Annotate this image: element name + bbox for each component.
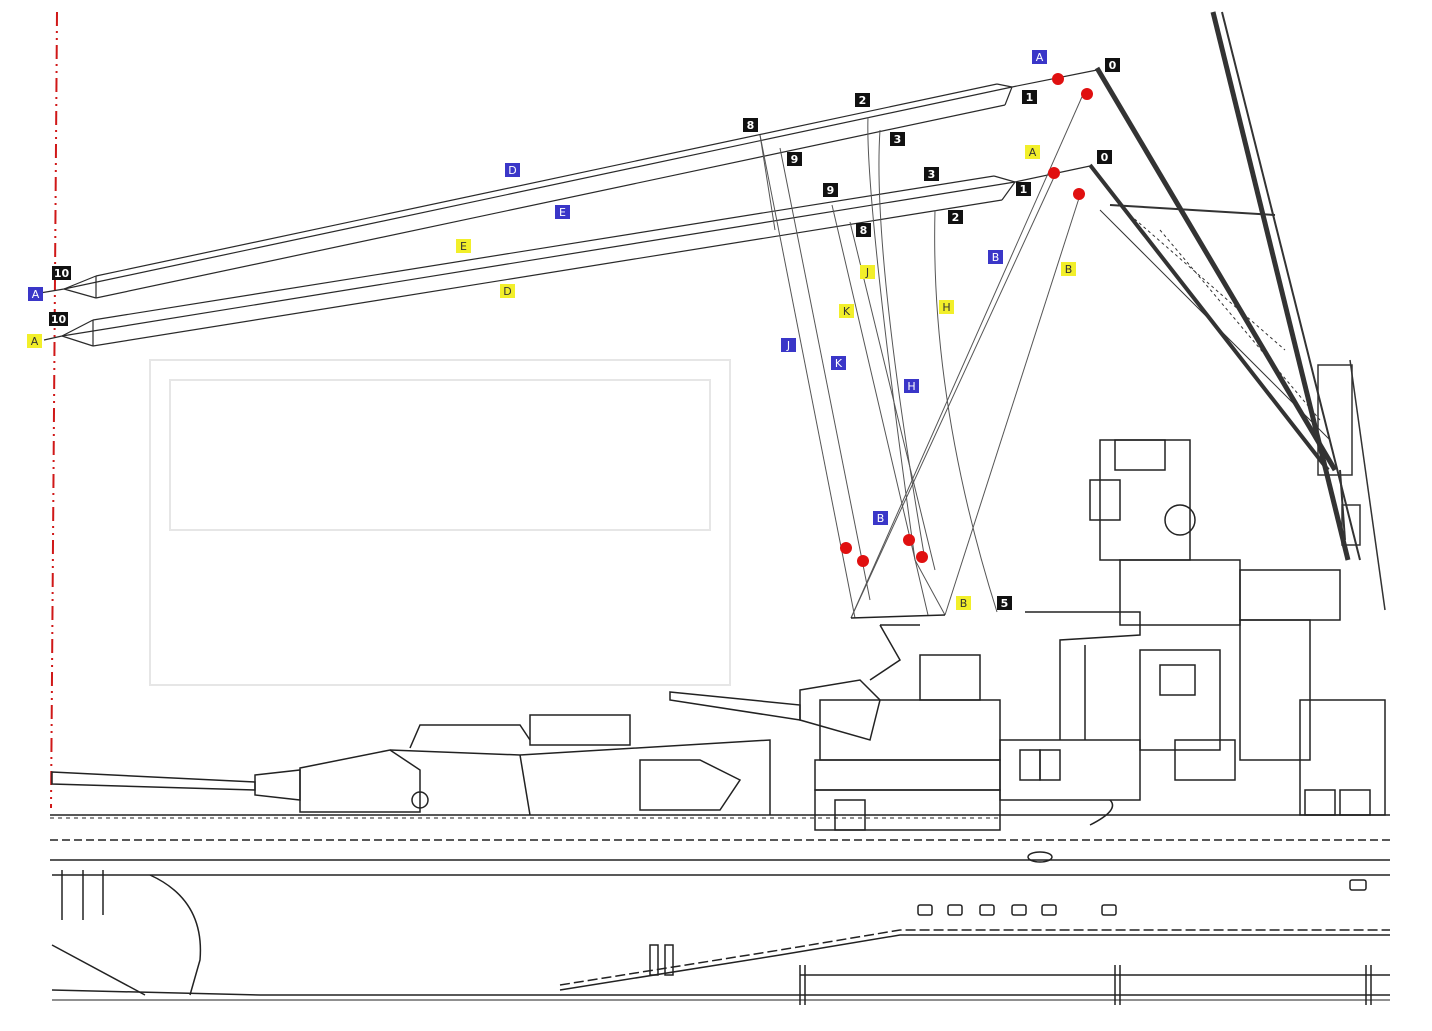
yellow-label-e: E (456, 239, 471, 253)
svg-text:2: 2 (859, 94, 867, 107)
yellow-label-b: B (956, 596, 971, 610)
svg-text:10: 10 (51, 313, 67, 326)
number-label-10: 10 (52, 266, 71, 280)
blue-label-b: B (988, 250, 1003, 264)
svg-text:5: 5 (1001, 597, 1009, 610)
number-label-9: 9 (823, 183, 838, 197)
svg-text:D: D (503, 285, 511, 298)
yellow-label-j: J (860, 265, 875, 279)
blue-label-k: K (831, 356, 846, 370)
blue-label-a: A (28, 287, 43, 301)
svg-text:H: H (907, 380, 915, 393)
number-label-8: 8 (856, 223, 871, 237)
lower-yard (43, 165, 1091, 347)
bridge-superstructure (669, 439, 1386, 863)
blue-label-b: B (873, 511, 888, 525)
background-frame (149, 359, 731, 686)
svg-text:A: A (31, 335, 39, 348)
marker (1073, 188, 1085, 200)
marker (903, 534, 915, 546)
blue-label-h: H (904, 379, 919, 393)
marker (1052, 73, 1064, 85)
number-label-0: 0 (1097, 150, 1112, 164)
svg-text:0: 0 (1101, 151, 1109, 164)
number-label-2: 2 (855, 93, 870, 107)
yellow-label-d: D (500, 284, 515, 298)
upper-yard (39, 69, 1098, 299)
svg-text:0: 0 (1109, 59, 1117, 72)
svg-text:E: E (460, 240, 467, 253)
svg-text:J: J (865, 266, 869, 279)
number-label-1: 1 (1022, 90, 1037, 104)
svg-text:A: A (1029, 146, 1037, 159)
svg-text:3: 3 (928, 168, 936, 181)
svg-text:2: 2 (952, 211, 960, 224)
svg-text:9: 9 (791, 153, 799, 166)
rigging-lines (759, 89, 1086, 619)
number-label-1: 1 (1016, 182, 1031, 196)
yellow-label-a: A (27, 334, 42, 348)
centerline (50, 11, 58, 809)
yellow-label-h: H (939, 300, 954, 314)
blue-labels: A A B B D E J K H (28, 50, 1047, 525)
svg-text:1: 1 (1026, 91, 1034, 104)
marker (840, 542, 852, 554)
svg-text:K: K (843, 305, 851, 318)
svg-text:A: A (1036, 51, 1044, 64)
number-label-9: 9 (787, 152, 802, 166)
number-label-0: 0 (1105, 58, 1120, 72)
marker (916, 551, 928, 563)
number-label-3: 3 (924, 167, 939, 181)
number-label-5: 5 (997, 596, 1012, 610)
yellow-label-a: A (1025, 145, 1040, 159)
svg-text:E: E (559, 206, 566, 219)
main-mast (1088, 11, 1386, 611)
number-label-2: 2 (948, 210, 963, 224)
svg-text:3: 3 (894, 133, 902, 146)
forward-turret (51, 714, 771, 816)
svg-text:1: 1 (1020, 183, 1028, 196)
yellow-label-b: B (1061, 262, 1076, 276)
svg-text:B: B (877, 512, 885, 525)
svg-text:10: 10 (54, 267, 70, 280)
number-labels: 0 0 1 1 2 2 3 3 5 8 8 9 9 10 10 (49, 58, 1120, 610)
yellow-label-k: K (839, 304, 854, 318)
svg-text:9: 9 (827, 184, 835, 197)
svg-text:B: B (1065, 263, 1073, 276)
blue-label-e: E (555, 205, 570, 219)
number-label-10: 10 (49, 312, 68, 326)
svg-text:8: 8 (747, 119, 755, 132)
ship-hull (50, 814, 1390, 1005)
svg-text:B: B (960, 597, 968, 610)
marker (1048, 167, 1060, 179)
svg-text:K: K (835, 357, 843, 370)
blue-label-j: J (781, 338, 796, 352)
svg-text:8: 8 (860, 224, 868, 237)
number-label-8: 8 (743, 118, 758, 132)
marker (1081, 88, 1093, 100)
blue-label-d: D (505, 163, 520, 177)
yellow-labels: A A B B D E J K H (27, 145, 1076, 610)
marker (857, 555, 869, 567)
red-markers (840, 73, 1093, 567)
svg-text:H: H (942, 301, 950, 314)
blue-label-a: A (1032, 50, 1047, 64)
svg-text:D: D (508, 164, 516, 177)
svg-text:A: A (32, 288, 40, 301)
svg-text:B: B (992, 251, 1000, 264)
svg-text:J: J (786, 339, 790, 352)
number-label-3: 3 (890, 132, 905, 146)
